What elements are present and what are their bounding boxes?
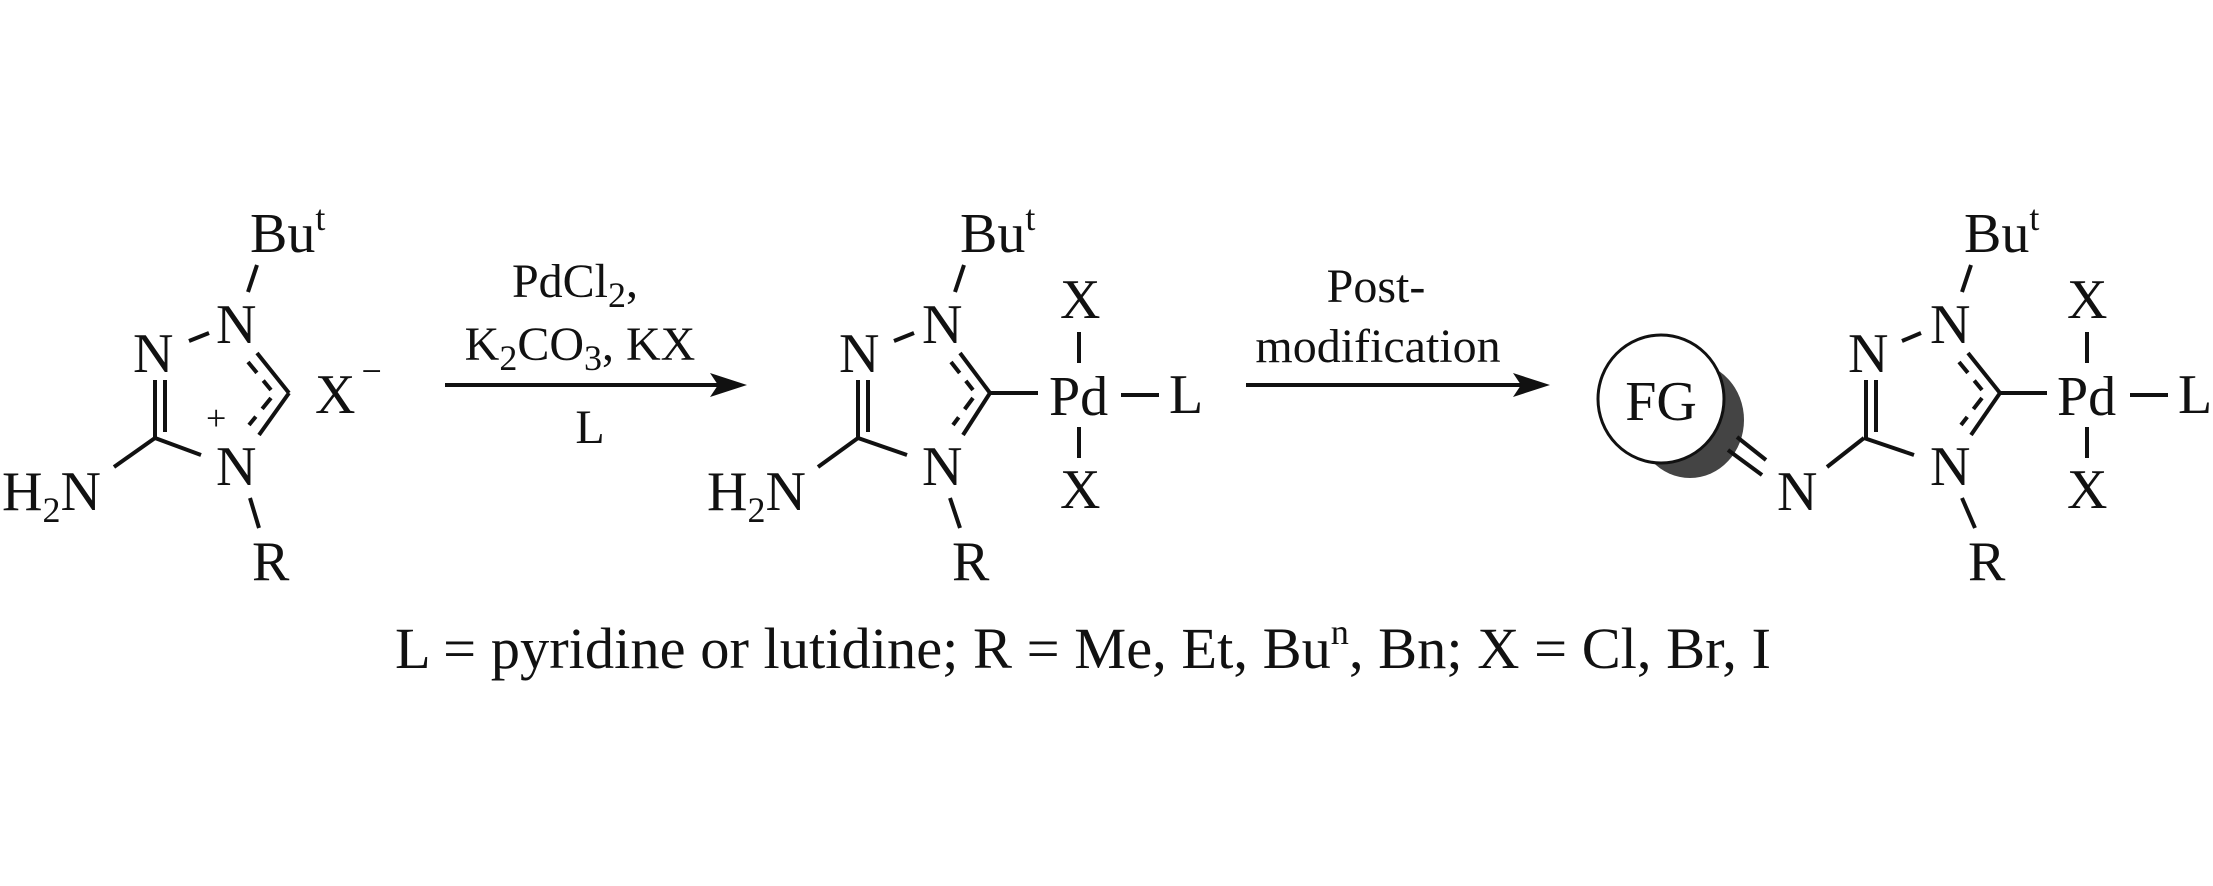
n1-atom: N	[1930, 294, 1970, 356]
delocalized-bond-upper	[1957, 360, 1984, 392]
r-substituent: R	[952, 531, 990, 593]
fg-circle	[1596, 333, 1726, 465]
arrow-head-icon	[710, 373, 747, 397]
r-substituent: R	[1968, 531, 2006, 593]
bond-tbu-n1	[953, 264, 966, 293]
bond-c5-n4	[1969, 391, 2002, 437]
x-bottom-label: X	[1060, 459, 1100, 521]
bond-n1-c5	[1966, 351, 2002, 395]
n4-atom: N	[922, 436, 962, 498]
tbu-label: But	[250, 198, 325, 265]
ligand-label: L	[2178, 364, 2212, 426]
amine-label: H2N	[2, 461, 101, 530]
bond-n4-r	[248, 497, 261, 529]
ligand-label: L	[1169, 364, 1203, 426]
bond-fg-n	[1726, 448, 1764, 477]
bond-n2-n1	[1901, 331, 1922, 343]
delocalized-bond-lower	[951, 396, 975, 427]
bond-c3-n4	[857, 436, 908, 457]
bond-n1-c5	[958, 351, 992, 395]
delocalized-bond-upper	[949, 360, 975, 392]
bond-c3-nh2	[816, 436, 860, 469]
x-bottom-label: X	[2067, 459, 2107, 521]
bond-c5-n4	[961, 391, 992, 437]
reagent-line-1: PdCl2,	[512, 255, 638, 315]
counterion-label: X−	[315, 351, 382, 426]
intermediate-pd-complex: But N N H2N N Pd L X X R	[707, 198, 1203, 593]
n1-atom: N	[216, 294, 256, 356]
step2-line-1: Post-	[1327, 260, 1426, 313]
n1-atom: N	[922, 294, 962, 356]
product-functionalized-complex: FG N N N But N R Pd L X X	[1596, 198, 2212, 593]
bond-n4-r	[948, 497, 962, 529]
reaction-arrow-1: PdCl2, K2CO3, KX L	[445, 255, 747, 454]
reactant-triazolium-salt: But N N H2N N + X− R	[2, 198, 382, 593]
n2-atom: N	[133, 323, 173, 385]
bond-n4-r	[1960, 497, 1977, 529]
bond-n2-n1	[893, 331, 915, 343]
delocalized-bond-upper	[246, 360, 273, 392]
bond-tbu-n1	[246, 264, 259, 293]
fg-label: FG	[1625, 371, 1697, 433]
n4-atom: N	[1930, 436, 1970, 498]
bond-fg-n-double	[1735, 435, 1768, 462]
n2-atom: N	[1848, 323, 1888, 385]
x-top-label: X	[1060, 269, 1100, 331]
pd-atom: Pd	[2057, 366, 2116, 428]
x-top-label: X	[2067, 269, 2107, 331]
r-substituent: R	[252, 531, 290, 593]
tbu-label: But	[960, 198, 1035, 265]
imine-n-atom: N	[1777, 461, 1817, 523]
step2-line-2: modification	[1255, 320, 1500, 373]
n2-atom: N	[839, 323, 879, 385]
pd-atom: Pd	[1049, 366, 1108, 428]
bond-c5-n4	[257, 391, 291, 437]
bond-n-c3	[1825, 436, 1866, 469]
reagent-below-arrow: L	[575, 401, 604, 454]
scheme-legend: L = pyridine or lutidine; R = Me, Et, Bu…	[395, 612, 1771, 681]
n4-atom: N	[216, 436, 256, 498]
bond-n2-n1	[188, 331, 210, 343]
tbu-label: But	[1964, 198, 2039, 265]
bond-tbu-n1	[1960, 264, 1973, 293]
delocalized-bond-lower	[1959, 396, 1984, 427]
delocalized-bond-lower	[247, 396, 273, 427]
positive-charge: +	[206, 398, 226, 438]
bond-c3-n4	[154, 436, 202, 457]
amine-label: H2N	[707, 461, 806, 530]
bond-c3-nh2	[112, 436, 157, 469]
reagent-line-2: K2CO3, KX	[465, 318, 696, 378]
arrow-head-icon	[1513, 373, 1550, 397]
bond-n1-c5	[255, 351, 291, 395]
bond-c3-n4	[1863, 436, 1915, 457]
reaction-arrow-2: Post- modification	[1246, 260, 1550, 397]
